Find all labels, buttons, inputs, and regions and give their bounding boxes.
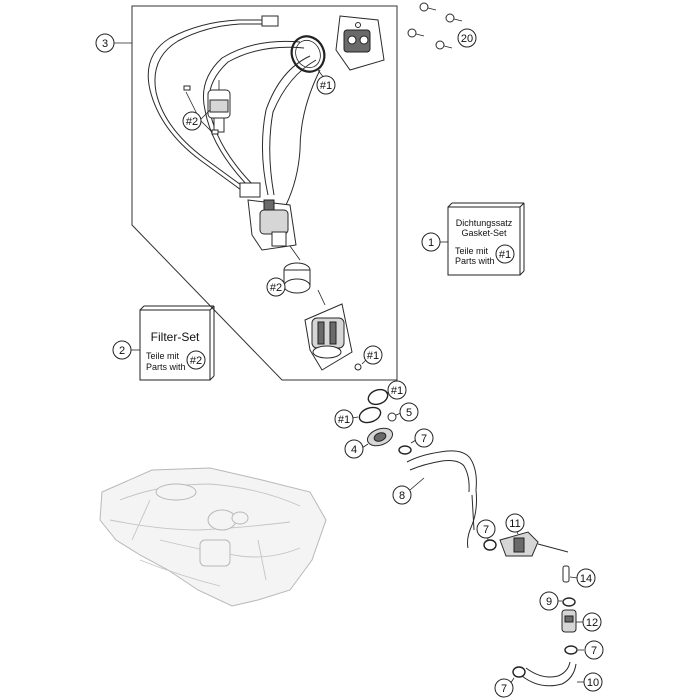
bolt-14 [562,565,570,583]
callout-1[interactable]: 1 [421,232,441,252]
flange-nut-4 [366,427,394,447]
strainer-ring [283,262,311,294]
callout-9[interactable]: 9 [539,591,559,611]
harness-plug [261,15,279,27]
svg-text:5: 5 [406,407,412,419]
hose-clamp-7c [564,645,578,655]
hose-clamp-7b [483,539,497,551]
callout-10[interactable]: 10 [583,672,603,692]
fuel-tank-ghost [99,467,327,607]
fuel-pump-body [304,289,353,371]
svg-text:10: 10 [587,677,599,689]
pump-holder-bracket [239,182,297,251]
callout-7c[interactable]: 7 [584,640,604,660]
svg-text:4: 4 [351,444,357,456]
fuel-hose-8 [406,450,477,549]
svg-text:7: 7 [501,683,507,695]
svg-text:7: 7 [483,524,489,536]
callout-hash2-upper[interactable]: #2 [182,111,202,131]
svg-text:#2: #2 [270,282,282,294]
connector-12 [561,609,577,633]
svg-text:Parts with: Parts with [146,362,186,372]
callout-7a[interactable]: 7 [414,428,434,448]
wiring-harness [147,15,321,206]
callout-3[interactable]: 3 [95,33,115,53]
svg-text:#1: #1 [391,385,403,397]
callout-4[interactable]: 4 [344,439,364,459]
callout-2[interactable]: 2 [112,340,132,360]
svg-text:#1: #1 [320,80,332,92]
svg-text:Filter-Set: Filter-Set [151,330,200,344]
svg-text:#2: #2 [186,116,198,128]
svg-text:2: 2 [119,345,125,357]
fuel-filter-insert [207,80,231,133]
svg-text:14: 14 [580,573,592,585]
hose-clamp-7d [512,666,526,678]
svg-text:#1: #1 [367,350,379,362]
assembly-outline-frame [131,5,398,381]
svg-text:7: 7 [421,433,427,445]
svg-text:Teile mit: Teile mit [455,246,489,256]
callout-hash2-lower[interactable]: #2 [266,277,286,297]
svg-text:#1: #1 [499,249,511,261]
svg-text:Parts with: Parts with [455,256,495,266]
small-screw-5 [387,412,397,422]
svg-text:8: 8 [399,490,405,502]
callout-20[interactable]: 20 [457,28,477,48]
callout-11[interactable]: 11 [505,513,525,533]
filter-set-box: Filter-Set Teile mit Parts with #2 [139,305,215,381]
svg-text:Dichtungssatz: Dichtungssatz [456,218,513,228]
svg-text:9: 9 [546,596,552,608]
callout-14[interactable]: 14 [576,568,596,588]
svg-text:12: 12 [586,617,598,629]
callout-hash1-a[interactable]: #1 [387,380,407,400]
callout-hash1-bottom[interactable]: #1 [363,345,383,365]
pump-flange-connector [335,15,385,71]
svg-text:11: 11 [509,518,520,530]
hose-clamp-7a [398,445,412,455]
svg-text:#1: #1 [338,414,350,426]
callout-hash1-top[interactable]: #1 [316,75,336,95]
svg-text:20: 20 [461,33,473,45]
svg-text:7: 7 [591,645,597,657]
svg-text:#2: #2 [190,355,202,367]
callout-8[interactable]: 8 [392,485,412,505]
callout-7b[interactable]: 7 [476,519,496,539]
callout-hash1-b[interactable]: #1 [334,409,354,429]
flange-gasket [358,406,382,424]
fuel-hose-10 [521,661,577,687]
svg-text:Teile mit: Teile mit [146,351,180,361]
callout-12[interactable]: 12 [582,612,602,632]
svg-text:1: 1 [428,237,434,249]
quick-coupling-11 [499,531,569,557]
svg-text:Gasket-Set: Gasket-Set [461,228,507,238]
oring-9 [562,597,576,607]
callout-7d[interactable]: 7 [494,678,514,698]
svg-text:3: 3 [102,38,108,50]
flange-oring [367,388,389,406]
callout-5[interactable]: 5 [399,402,419,422]
small-oring-bottom [354,363,362,371]
screw-set [407,2,463,50]
gasket-set-box: Dichtungssatz Gasket-Set Teile mit Parts… [447,202,525,276]
oring-seal-top [290,35,326,73]
